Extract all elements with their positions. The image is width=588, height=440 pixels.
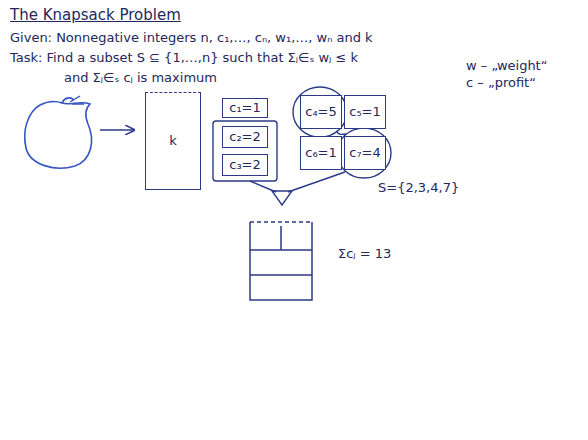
set-label: S={2,3,4,7}	[378, 180, 459, 196]
box-text: k	[169, 133, 177, 149]
box-text: c₂=2	[229, 129, 261, 145]
sack-sketch	[25, 98, 92, 168]
item-box: c₄=5	[300, 95, 342, 129]
note: c – „profit“	[466, 75, 536, 91]
box-text: c₃=2	[229, 157, 261, 173]
task-line: and Σⱼ∈ₛ cⱼ is maximum	[64, 70, 217, 86]
funnel	[272, 191, 292, 205]
box-text: c₄=5	[305, 104, 337, 120]
task-line: Task: Find a subset S ⊆ {1,…,n} such tha…	[10, 50, 358, 66]
sack-tie	[70, 96, 84, 104]
sum-label: Σcⱼ = 13	[338, 246, 391, 262]
item-box: c₆=1	[300, 136, 342, 170]
group-bracket	[213, 121, 277, 181]
selection-link	[336, 131, 346, 134]
merge-line	[288, 172, 345, 192]
box-text: c₇=4	[349, 145, 381, 161]
item-box: c₁=1	[222, 98, 268, 118]
title: The Knapsack Problem	[10, 6, 181, 24]
box-text: c₁=1	[229, 100, 261, 116]
packed-knapsack	[250, 222, 312, 300]
knapsack: k	[145, 92, 201, 190]
arrow	[100, 129, 134, 131]
given-line: Given: Nonnegative integers n, c₁,…, cₙ,…	[10, 30, 373, 46]
item-box: c₂=2	[222, 126, 268, 148]
item-box: c₅=1	[344, 95, 386, 129]
box-text: c₅=1	[349, 104, 381, 120]
selection-circle	[337, 128, 391, 178]
item-box: c₃=2	[222, 154, 268, 176]
note: w – „weight“	[466, 58, 547, 74]
selection-circle	[293, 87, 347, 137]
item-box: c₇=4	[344, 136, 386, 170]
box-text: c₆=1	[305, 145, 337, 161]
